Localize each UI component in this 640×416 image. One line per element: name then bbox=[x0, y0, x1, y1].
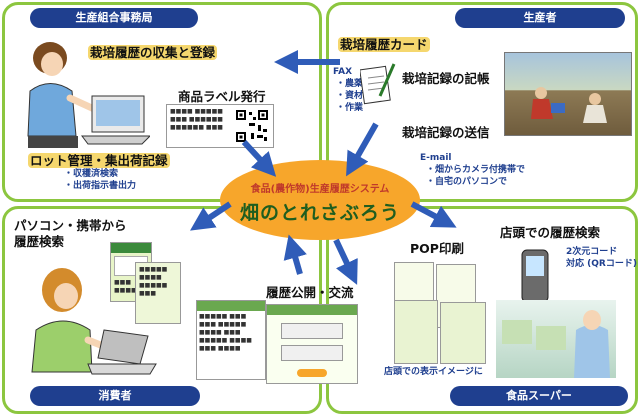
shopper-icon bbox=[502, 310, 610, 378]
fax-item-3: ・作業 bbox=[336, 103, 364, 113]
pop-print-label: POP印刷 bbox=[410, 241, 464, 256]
email-item-1: ・畑からカメラ付携帯で bbox=[426, 165, 526, 175]
office-worker-illustration bbox=[27, 42, 150, 148]
pc-screen-left: ■■■■■ ■■■■■■ ■■■■■■■■■ ■■■■■■■■ ■■■■■■■ … bbox=[196, 300, 266, 380]
arrow-label-to-center bbox=[241, 139, 277, 177]
office-sub-item-1: ・収穫済検索 bbox=[64, 169, 119, 179]
fax-item-1-text: 農薬 bbox=[345, 79, 364, 89]
farmers-icon bbox=[531, 87, 607, 123]
arrow-publish-to-center-up bbox=[283, 234, 307, 275]
center-ellipse bbox=[220, 160, 420, 240]
office-sub-item-1-text: 収穫済検索 bbox=[73, 169, 119, 179]
arrow-center-to-publish-down bbox=[333, 238, 358, 285]
email-item-1-text: 畑からカメラ付携帯で bbox=[435, 165, 526, 175]
consumer-search-label: パソコン・携帯から 履歴検索 bbox=[14, 218, 127, 249]
paper-pen-icon bbox=[360, 63, 396, 105]
arrow-center-to-store bbox=[410, 201, 457, 228]
lot-management-label: ロット管理・集出荷記録 bbox=[28, 150, 170, 169]
email-item-2: ・自宅のパソコンで bbox=[426, 177, 508, 187]
supermarket-title: 食品スーパー bbox=[450, 386, 628, 406]
arrow-send-to-center bbox=[346, 122, 379, 177]
producer-title: 生産者 bbox=[455, 8, 625, 28]
product-label-sheet: ■■■■ ■■■■■■■■ ■■■■■■■■■■■■ ■■■ bbox=[166, 104, 274, 148]
office-title: 生産組合事務局 bbox=[30, 8, 198, 28]
collect-register-text: 栽培履歴の収集と登録 bbox=[88, 45, 218, 60]
office-sub-item-2-text: 出荷指示書出力 bbox=[73, 181, 137, 191]
pc-screen-right bbox=[266, 304, 358, 384]
arrow-center-to-consumer bbox=[190, 201, 232, 231]
cultivation-card-label: 栽培履歴カード bbox=[338, 34, 430, 53]
collect-register-label: 栽培履歴の収集と登録 bbox=[88, 42, 218, 61]
fax-item-2-text: 資材 bbox=[345, 91, 364, 101]
store-shelf-photo bbox=[496, 300, 616, 378]
store-search-label: 店頭での履歴検索 bbox=[500, 225, 601, 240]
fax-title: FAX bbox=[333, 67, 353, 77]
publish-exchange-label: 履歴公開・交流 bbox=[266, 285, 354, 300]
pop-sheet-4 bbox=[440, 302, 486, 364]
consumer-woman-illustration bbox=[31, 268, 157, 375]
cultivation-card-text: 栽培履歴カード bbox=[338, 37, 430, 52]
qr-support-label: 2次元コード 対応 (QRコード) bbox=[566, 247, 637, 269]
lot-management-text: ロット管理・集出荷記録 bbox=[28, 153, 170, 168]
fax-item-1: ・農薬 bbox=[336, 79, 364, 89]
qr-code-icon bbox=[235, 109, 269, 143]
pop-sheet-3 bbox=[394, 300, 438, 364]
mobile-screen-2: ■■■■■■■■■■■■■■■■■ bbox=[135, 262, 181, 324]
display-image-label: 店頭での表示イメージに bbox=[384, 367, 483, 377]
fax-item-3-text: 作業 bbox=[345, 103, 364, 113]
system-subtitle: 食品(農作物)生産履歴システム bbox=[250, 184, 390, 195]
label-issue-text: 商品ラベル発行 bbox=[178, 89, 266, 104]
office-sub-item-2: ・出荷指示書出力 bbox=[64, 181, 137, 191]
farm-field-photo bbox=[504, 52, 632, 136]
system-title: 畑のとれさぶろう bbox=[239, 202, 400, 224]
record-entry-label: 栽培記録の記帳 bbox=[402, 71, 490, 86]
record-send-label: 栽培記録の送信 bbox=[402, 125, 490, 140]
email-item-2-text: 自宅のパソコンで bbox=[435, 177, 508, 187]
email-title: E-mail bbox=[420, 153, 452, 163]
consumer-title: 消費者 bbox=[30, 386, 200, 406]
fax-item-2: ・資材 bbox=[336, 91, 364, 101]
